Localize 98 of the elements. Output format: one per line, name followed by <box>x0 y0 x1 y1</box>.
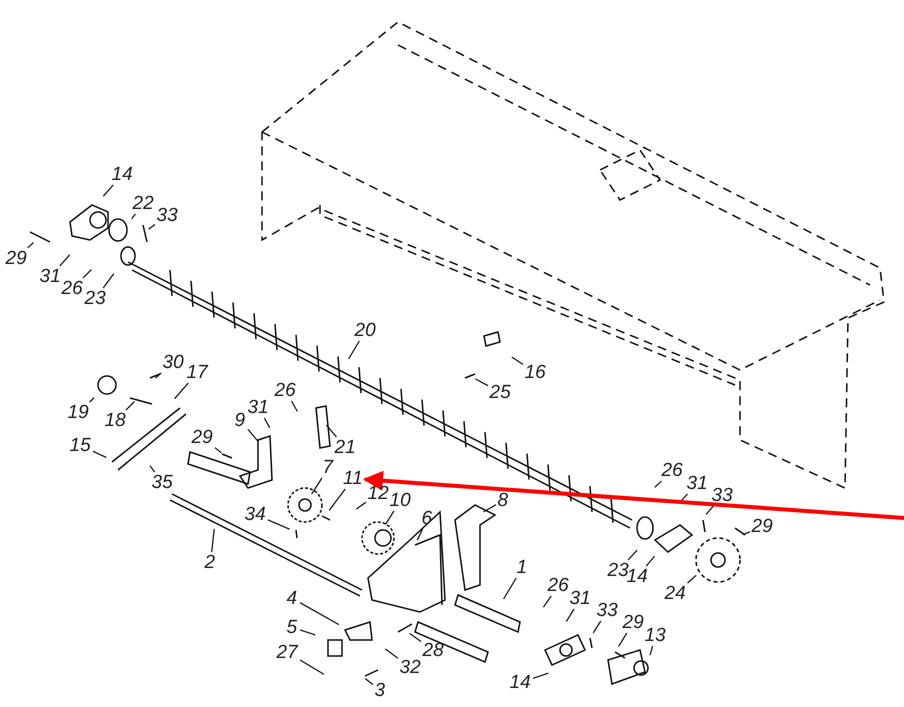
callout-number: 20 <box>354 320 377 340</box>
leader-line <box>742 531 750 536</box>
leader-line <box>290 400 298 412</box>
leader-line <box>126 401 135 410</box>
leader-line <box>131 214 136 220</box>
callout-number: 31 <box>38 266 62 286</box>
leader-line <box>300 659 324 675</box>
leader-line <box>89 397 94 402</box>
callout-number: 35 <box>150 472 174 492</box>
callout-number: 7 <box>322 458 334 476</box>
callout-number: 29 <box>190 428 214 446</box>
leader-line <box>542 596 552 608</box>
leader-line <box>646 556 655 566</box>
leader-line <box>311 478 322 494</box>
callout-number: 29 <box>622 612 645 632</box>
leader-line <box>326 424 337 438</box>
callout-number: 26 <box>274 380 297 400</box>
leader-line <box>654 480 662 488</box>
callout-number: 6 <box>420 508 434 528</box>
callout-number: 33 <box>710 486 734 504</box>
leader-line <box>532 672 549 679</box>
leader-line <box>416 528 424 540</box>
callout-number: 2 <box>204 552 216 572</box>
callout-number: 19 <box>66 402 90 422</box>
leader-line <box>268 519 290 530</box>
leader-line <box>511 356 524 365</box>
callout-number: 14 <box>508 672 532 692</box>
leader-line <box>628 550 638 560</box>
leader-line <box>385 510 394 525</box>
callout-number: 13 <box>644 626 667 644</box>
callout-number: 30 <box>162 352 185 372</box>
callout-number: 31 <box>246 398 270 416</box>
callout-number: 24 <box>664 584 687 602</box>
leader-line <box>618 632 628 647</box>
callout-number: 1 <box>516 558 528 576</box>
leader-line <box>348 340 360 360</box>
callout-number: 11 <box>342 468 364 488</box>
leader-line <box>687 574 697 584</box>
callout-number: 8 <box>496 490 510 510</box>
callout-number: 28 <box>422 640 445 660</box>
callout-number: 32 <box>398 658 422 676</box>
leader-line <box>27 242 34 248</box>
arrow <box>363 470 904 520</box>
leader-line <box>503 578 517 600</box>
callout-number: 12 <box>366 484 390 502</box>
callout-number: 5 <box>286 618 298 636</box>
leader-line <box>364 678 374 686</box>
leader-line <box>148 224 156 230</box>
leader-line <box>706 506 714 515</box>
leader-line <box>650 646 654 656</box>
callout-number: 26 <box>546 576 570 594</box>
callout-number: 22 <box>132 194 155 212</box>
callout-number: 26 <box>660 460 684 480</box>
callout-number: 9 <box>234 410 246 430</box>
leader-line <box>356 502 366 510</box>
callout-number: 10 <box>388 490 412 510</box>
callout-number: 4 <box>286 588 298 608</box>
leader-line <box>155 372 162 378</box>
leader-line <box>102 273 114 288</box>
leader-line <box>150 465 156 472</box>
callout-number: 21 <box>334 438 357 456</box>
callout-number: 34 <box>244 504 267 524</box>
leader-line <box>211 528 215 552</box>
callout-number: 16 <box>524 362 547 382</box>
callout-number: 27 <box>276 642 299 662</box>
leader-line <box>592 620 602 634</box>
callout-number: 23 <box>606 560 630 580</box>
leader-line <box>483 504 496 512</box>
leader-line <box>409 633 422 642</box>
callout-number: 15 <box>68 436 92 454</box>
callout-number: 33 <box>156 206 179 224</box>
leader-line <box>328 488 346 511</box>
leader-line <box>264 418 270 428</box>
leader-line <box>385 648 398 659</box>
callout-number: 25 <box>488 382 512 402</box>
leader-line <box>475 378 488 386</box>
callout-number: 33 <box>596 600 619 620</box>
leader-line <box>680 494 688 502</box>
callout-number: 29 <box>4 248 28 268</box>
leader-line <box>300 629 316 636</box>
callout-number: 23 <box>84 288 107 308</box>
callout-number: 26 <box>60 278 84 298</box>
leader-line <box>214 447 222 454</box>
leader-line <box>174 382 189 400</box>
leader-line <box>248 429 258 442</box>
leader-line <box>59 254 70 266</box>
callout-number: 3 <box>374 680 386 700</box>
leader-line <box>92 450 107 458</box>
callout-number: 29 <box>750 516 774 536</box>
leader-line <box>82 269 92 278</box>
callout-number: 17 <box>186 362 209 382</box>
leader-line <box>566 608 575 622</box>
callout-number: 31 <box>686 474 709 492</box>
leader-line <box>300 602 340 626</box>
callout-number: 31 <box>568 588 592 608</box>
leader-line <box>102 184 114 197</box>
callout-number: 14 <box>110 164 134 184</box>
callout-number: 18 <box>104 410 127 430</box>
